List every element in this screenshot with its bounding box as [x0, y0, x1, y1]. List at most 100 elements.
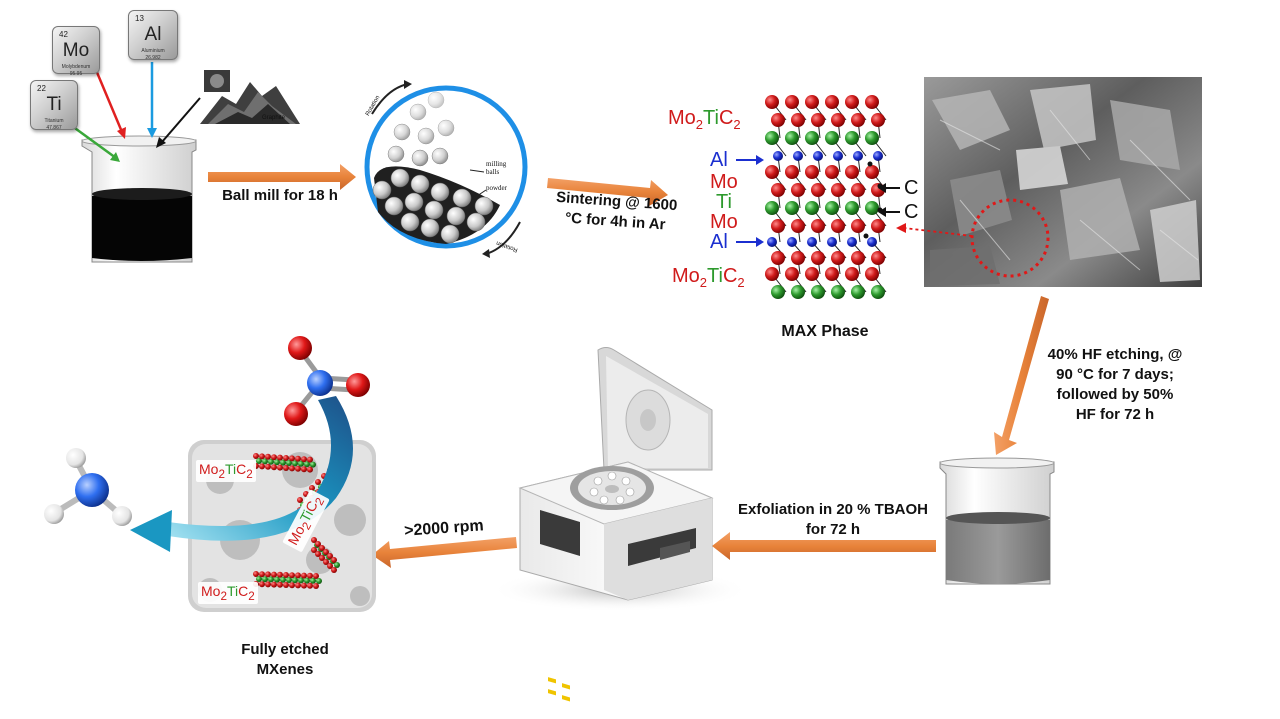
- element-tile-mo: 42 Mo Molybdenum 95.95: [52, 26, 100, 77]
- crystal-atom: [831, 251, 845, 265]
- crystal-atom: [771, 219, 785, 233]
- flake-tag-bottom: Mo2TiC2: [198, 582, 258, 604]
- mxene-flake-top-atom: [274, 459, 280, 466]
- mxene-flake-bottom-atom: [259, 571, 265, 578]
- crystal-atom: [851, 251, 865, 265]
- crystal-atom: [833, 151, 843, 161]
- crystal-atom: [871, 251, 885, 265]
- al-pointer-top-head: [756, 155, 764, 165]
- crystal-atom: [825, 267, 839, 281]
- crystal-atom: [845, 267, 859, 281]
- crystal-atom: [791, 183, 805, 197]
- layer-ti: Ti: [716, 191, 732, 213]
- crystal-atom: [805, 131, 819, 145]
- crystal-atom: [825, 131, 839, 145]
- max-phase-crystal: [736, 95, 900, 299]
- mxene-flake-bottom-atom: [265, 581, 271, 588]
- mxene-flake-small-atom: [331, 557, 337, 563]
- crystal-atom: [765, 165, 779, 179]
- max-formula-bottom: Mo2TiC2: [672, 265, 745, 290]
- crystal-atom: [845, 165, 859, 179]
- layer-c-top: C: [904, 177, 919, 199]
- sem-image: [896, 77, 1202, 287]
- crystal-atom: [871, 219, 885, 233]
- mxene-flake-bottom-atom: [277, 581, 283, 588]
- crystal-atom: [853, 151, 863, 161]
- crystal-atom: [791, 251, 805, 265]
- crystal-atom: [811, 113, 825, 127]
- crystal-atom: [771, 251, 785, 265]
- crystal-atom: [811, 183, 825, 197]
- crystal-atom: [871, 113, 885, 127]
- mxene-flake-top-atom: [289, 465, 295, 472]
- crystal-atom: [845, 201, 859, 215]
- mxene-flake-top-atom: [283, 455, 289, 461]
- carbon-atom: [863, 233, 869, 239]
- mxene-flake-bottom-atom: [289, 572, 295, 579]
- mxene-flake-small-atom: [323, 559, 329, 565]
- milling-balls-label: milling balls: [486, 160, 507, 176]
- mxene-flake-top-atom: [307, 456, 313, 463]
- mxene-flake-top-atom: [286, 460, 292, 466]
- crystal-atom: [873, 151, 883, 161]
- mxene-flake-bottom-atom: [307, 572, 313, 579]
- crystal-atom: [791, 113, 805, 127]
- crystal-atom: [785, 165, 799, 179]
- ingredient-arrows: [71, 62, 201, 162]
- crystal-atom: [771, 285, 785, 299]
- crystal-atom: [811, 251, 825, 265]
- crystal-atom: [851, 183, 865, 197]
- mxene-flake-bottom-atom: [310, 577, 316, 584]
- mxene-flake-top-atom: [256, 458, 262, 464]
- arrow-centrifuge: [372, 537, 517, 568]
- crystal-atom: [791, 219, 805, 233]
- mxene-flake-top-atom: [259, 453, 265, 460]
- crystal-atom: [765, 267, 779, 281]
- c-pointer-bottom-head: [878, 207, 886, 217]
- mxene-flake-bottom-atom: [286, 577, 292, 583]
- mxene-flake-small-atom: [331, 567, 337, 573]
- crystal-atom: [845, 95, 859, 109]
- powder-label: powder: [486, 184, 507, 192]
- mxene-flake-bottom-atom: [316, 578, 322, 584]
- mxene-flake-bottom-atom: [307, 582, 313, 589]
- crystal-atom: [865, 267, 879, 281]
- crystal-atom: [865, 131, 879, 145]
- crystal-atom: [831, 285, 845, 299]
- crystal-atom: [865, 201, 879, 215]
- crystal-atom: [865, 165, 879, 179]
- mxene-flake-bottom-atom: [283, 582, 289, 588]
- mxene-flake-small-atom: [327, 563, 333, 569]
- crystal-atom: [807, 237, 817, 247]
- mxene-flake-diagonal-atom: [315, 479, 321, 485]
- crystal-atom: [811, 219, 825, 233]
- al-pointer-bottom-head: [756, 237, 764, 247]
- step-exfoliation: Exfoliation in 20 % TBAOH for 72 h: [737, 501, 929, 538]
- mxene-flake-top-atom: [265, 453, 271, 460]
- mxene-flake-bottom-atom: [304, 577, 310, 584]
- mxene-flake-top-atom: [292, 460, 298, 467]
- mxene-flake-bottom-atom: [277, 571, 283, 578]
- beaker-hf-etched: [939, 457, 1055, 585]
- mxene-flake-small-atom: [311, 547, 317, 553]
- mxene-flake-top-atom: [265, 463, 271, 470]
- crystal-atom: [785, 131, 799, 145]
- mxene-flake-top-atom: [271, 454, 277, 461]
- mxene-flake-top-atom: [289, 455, 295, 462]
- max-formula-top: Mo2TiC2: [668, 107, 741, 132]
- mxene-flake-bottom-atom: [271, 581, 277, 588]
- crystal-atom: [811, 285, 825, 299]
- crystal-atom: [785, 201, 799, 215]
- mxene-flake-small-atom: [319, 545, 325, 551]
- mxene-flake-bottom-atom: [259, 581, 265, 588]
- arrow-hf-etching: [994, 296, 1049, 455]
- crystal-atom: [785, 267, 799, 281]
- mxene-flake-bottom-atom: [289, 582, 295, 589]
- crystal-atom: [851, 219, 865, 233]
- crystal-atom: [773, 151, 783, 161]
- mxene-flake-bottom-atom: [256, 576, 262, 582]
- max-phase-title: MAX Phase: [781, 323, 869, 340]
- flake-tag-top: Mo2TiC2: [196, 460, 256, 482]
- mxene-flake-top-atom: [298, 460, 304, 467]
